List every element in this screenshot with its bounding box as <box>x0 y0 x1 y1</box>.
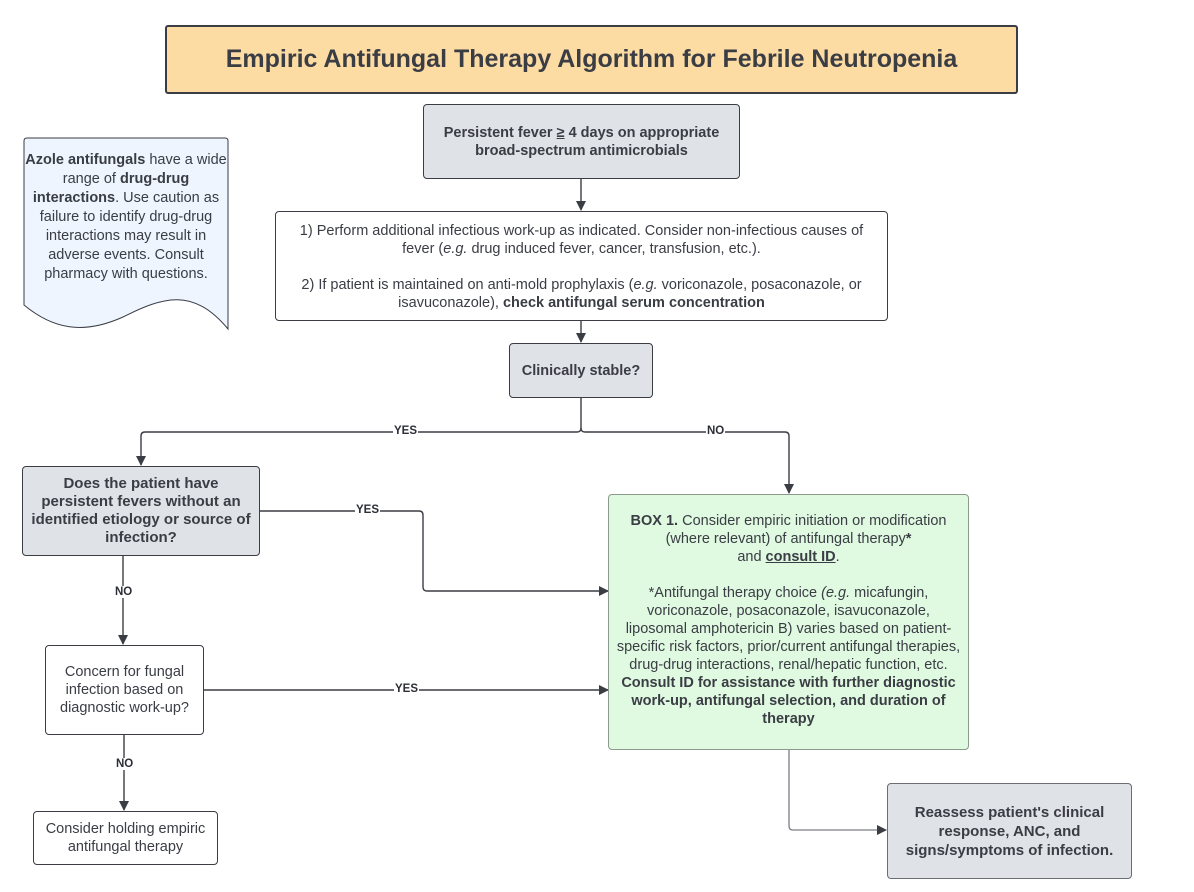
start-text-2: 4 days on appropriate broad-spectrum ant… <box>475 124 720 159</box>
node-persistent-fever-start[interactable]: Persistent fever ≥ 4 days on appropriate… <box>423 104 740 179</box>
node-workup[interactable]: 1) Perform additional infectious work-up… <box>275 211 888 321</box>
box1-p2-a: micafungin, voriconazole, posaconazole, … <box>616 585 961 673</box>
box1-para-2: *Antifungal therapy choice (e.g. micafun… <box>615 584 962 728</box>
box1-p2-eg: (e.g. <box>821 585 851 601</box>
workup-p1-a: 1) Perform additional infectious work-up… <box>299 223 864 257</box>
workup-p2-b: voriconazole, posaconazole, or isavucona… <box>398 277 862 311</box>
label-stable-no: NO <box>706 425 726 437</box>
label-stable-yes: YES <box>393 425 419 437</box>
start-text-1: Persistent fever <box>443 124 557 141</box>
start-text: Persistent fever ≥ 4 days on appropriate… <box>432 124 731 160</box>
note-text-2: . Use caution as failure to identify dru… <box>39 190 220 282</box>
stable-text: Clinically stable? <box>521 362 641 379</box>
box1-p2-star: *Antifungal therapy choice <box>648 585 822 601</box>
box1-para-1: BOX 1. Consider empiric initiation or mo… <box>615 512 962 566</box>
spacer <box>615 566 962 584</box>
box1-p2-bold: Consult ID for assistance with further d… <box>621 675 956 727</box>
box1-period: . <box>835 549 840 565</box>
workup-step-2: 2) If patient is maintained on anti-mold… <box>284 276 879 312</box>
node-clinically-stable[interactable]: Clinically stable? <box>509 343 653 398</box>
edge-stable-yes <box>136 398 582 466</box>
workup-p2-a: 2) If patient is maintained on anti-mold… <box>301 277 634 293</box>
start-ge-symbol: ≥ <box>556 124 565 141</box>
node-reassess[interactable]: Reassess patient's clinical response, AN… <box>887 783 1132 879</box>
box1-and: and <box>737 549 766 565</box>
concern-text: Concern for fungal infection based on di… <box>60 664 189 716</box>
workup-p2-bold: check antifungal serum concentration <box>502 295 765 311</box>
workup-p2-eg: e.g. <box>633 277 658 293</box>
edge-box1-to-reassess <box>788 750 887 835</box>
diagram-title: Empiric Antifungal Therapy Algorithm for… <box>165 25 1018 94</box>
node-box1[interactable]: BOX 1. Consider empiric initiation or mo… <box>608 494 969 750</box>
persistent-text: Does the patient have persistent fevers … <box>31 475 251 546</box>
note-bold-azole: Azole antifungals <box>25 152 146 168</box>
node-persistent-fevers-question[interactable]: Does the patient have persistent fevers … <box>22 466 260 556</box>
spacer <box>284 258 879 276</box>
note-text: Azole antifungals have a wide range of d… <box>23 151 229 284</box>
note-text-1: have a wide range of <box>62 152 227 187</box>
hold-text: Consider holding empiric antifungal ther… <box>45 821 206 855</box>
node-hold-therapy[interactable]: Consider holding empiric antifungal ther… <box>33 811 218 865</box>
edge-stable-no <box>580 427 794 494</box>
note-shape <box>23 137 229 331</box>
workup-step-1: 1) Perform additional infectious work-up… <box>284 222 879 258</box>
box1-star: * <box>905 531 912 547</box>
workup-p1-b: drug induced fever, cancer, transfusion,… <box>467 241 761 257</box>
label-concern-no: NO <box>115 758 135 770</box>
reassess-text: Reassess patient's clinical response, AN… <box>905 803 1114 859</box>
box1-line1: Consider empiric initiation or modificat… <box>665 513 947 547</box>
label-concern-yes: YES <box>394 683 420 695</box>
node-fungal-concern[interactable]: Concern for fungal infection based on di… <box>45 645 204 735</box>
box1-label: BOX 1. <box>630 513 679 529</box>
label-persistent-yes: YES <box>355 504 381 516</box>
workup-p1-eg: e.g. <box>443 241 468 257</box>
edge-persistent-yes <box>259 510 609 596</box>
box1-consult-id: consult ID <box>765 549 836 565</box>
azole-interaction-note: Azole antifungals have a wide range of d… <box>23 137 229 332</box>
label-persistent-no: NO <box>114 586 134 598</box>
note-bold-ddi: drug-drug interactions <box>32 171 190 206</box>
